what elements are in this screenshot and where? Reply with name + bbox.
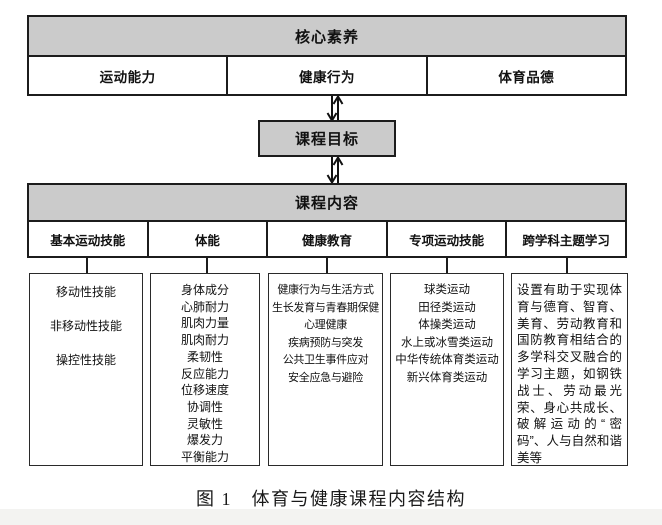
list-item: 灵敏性: [186, 416, 223, 431]
list-item: 心肺耐力: [180, 299, 229, 314]
list-item: 位移速度: [180, 383, 229, 398]
column-header-specialized-sports-skills: 专项运动技能: [385, 222, 506, 256]
list-item: 中华传统体育类运动: [395, 354, 499, 367]
list-item: 田径类运动: [418, 301, 476, 314]
cell-sports-morality: 体育品德: [425, 57, 625, 94]
list-item: 生长发育与青春期保健: [272, 301, 379, 314]
box-basic-motor-skills: 移动性技能 非移动性技能 操控性技能: [29, 273, 143, 466]
column-header-physical-fitness: 体能: [146, 222, 267, 256]
connector-line: [566, 258, 568, 273]
list-item: 水上或冰雪类运动: [401, 336, 493, 349]
list-item: 肌肉耐力: [180, 333, 229, 348]
column-header-basic-motor-skills: 基本运动技能: [50, 233, 126, 248]
list-item: 安全应急与避险: [288, 371, 363, 384]
list-item: 疾病预防与突发: [288, 336, 363, 349]
core-competencies-table: 核心素养 运动能力 健康行为 体育品德: [27, 15, 627, 96]
cell-motor-ability: 运动能力: [99, 69, 156, 85]
list-item: 操控性技能: [55, 353, 116, 367]
page-edge-strip: [0, 509, 662, 525]
list-item: 心理健康: [304, 319, 347, 332]
course-goal-box: 课程目标: [258, 120, 396, 157]
connector-line: [446, 258, 448, 273]
box-physical-fitness: 身体成分 心肺耐力 肌肉力量 肌肉耐力 柔韧性 反应能力 位移速度 协调性 灵敏…: [150, 273, 260, 466]
course-content-table: 课程内容 基本运动技能 体能 健康教育 专项运动技能 跨学科主题学习: [27, 183, 627, 258]
list-item: 球类运动: [424, 284, 470, 296]
list-item: 非移动性技能: [49, 319, 122, 333]
box-specialized-sports-skills: 球类运动 田径类运动 体操类运动 水上或冰雪类运动 中华传统体育类运动 新兴体育…: [390, 273, 504, 466]
core-competencies-title: 核心素养: [29, 17, 625, 57]
bidirectional-arrow-icon: [324, 157, 346, 183]
list-item: 公共卫生事件应对: [282, 354, 369, 367]
column-header-health-education: 健康教育: [266, 222, 386, 256]
list-item: 平衡能力: [180, 450, 229, 465]
column-header-interdisciplinary-learning: 跨学科主题学习: [505, 222, 625, 256]
box-interdisciplinary-learning: 设置有助于实现体育与德育、智育、美育、劳动教育和国防教育相结合的多学科交叉融合的…: [511, 273, 628, 466]
connector-line: [326, 258, 328, 273]
box-health-education: 健康行为与生活方式 生长发育与青春期保健 心理健康 疾病预防与突发 公共卫生事件…: [268, 273, 383, 466]
list-item: 柔韧性: [186, 349, 223, 364]
cell-healthy-behavior: 健康行为: [226, 57, 425, 94]
bidirectional-arrow-icon: [324, 96, 346, 121]
connector-line: [86, 258, 88, 273]
list-item: 身体成分: [180, 283, 229, 297]
list-item: 体操类运动: [418, 319, 476, 332]
figure-caption: 图 1 体育与健康课程内容结构: [196, 489, 466, 509]
list-item: 移动性技能: [55, 285, 116, 299]
course-content-columns-row: 基本运动技能 体能 健康教育 专项运动技能 跨学科主题学习: [29, 222, 625, 256]
list-item: 肌肉力量: [180, 316, 229, 331]
list-item: 健康行为与生活方式: [277, 284, 374, 296]
connector-line: [206, 258, 208, 273]
list-item: 协调性: [186, 399, 223, 414]
list-item: 新兴体育类运动: [406, 371, 488, 384]
list-item: 爆发力: [186, 433, 223, 448]
core-competencies-row: 运动能力 健康行为 体育品德: [29, 57, 625, 94]
list-item: 反应能力: [180, 366, 229, 381]
course-content-title: 课程内容: [29, 185, 625, 222]
